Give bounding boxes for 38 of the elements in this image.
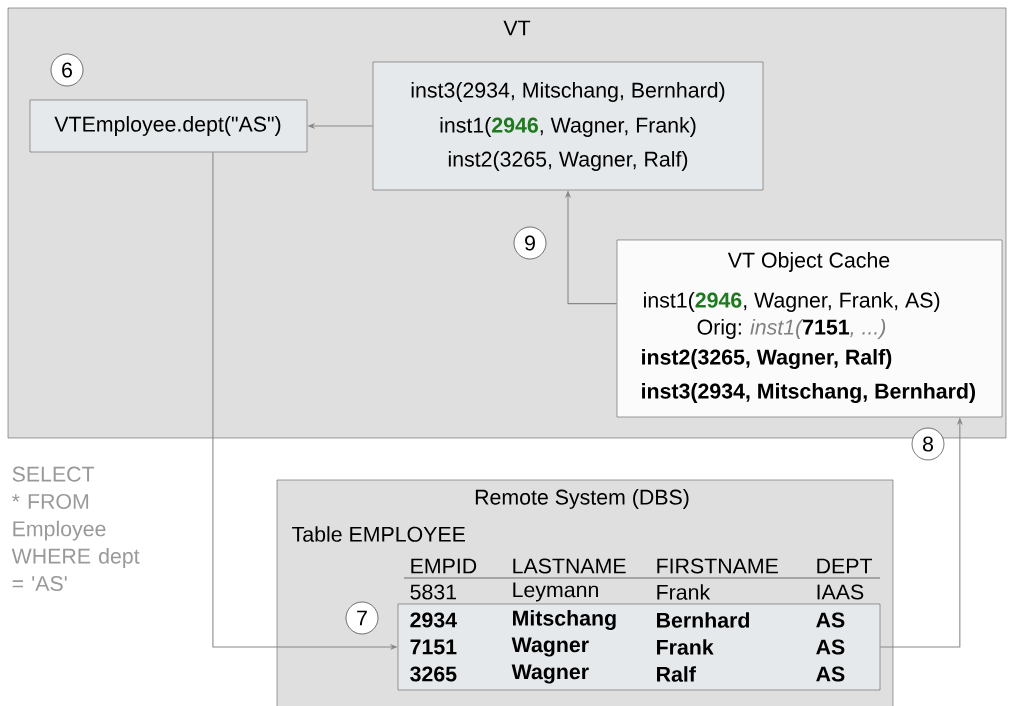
- table-cell: 7151: [410, 639, 457, 655]
- box-text: inst1(2946, Wagner, Frank): [440, 117, 696, 137]
- box-text: inst3(2934, Mitschang, Bernhard): [642, 383, 975, 403]
- box-text: VT: [503, 20, 531, 36]
- box-text: inst1(7151, ...): [750, 319, 886, 339]
- method-box: [29, 99, 308, 153]
- box-text: VTEmployee.dept("AS"): [54, 116, 281, 136]
- callout-number: 6: [50, 53, 84, 87]
- callout-number: 8: [911, 427, 945, 461]
- box-text: Table EMPLOYEE: [292, 526, 465, 542]
- table-cell: LASTNAME: [513, 558, 626, 574]
- box-text: Remote System (DBS): [475, 489, 689, 509]
- table-rows-box: [397, 603, 881, 691]
- table-cell: 3265: [410, 666, 457, 682]
- table-cell: Ralf: [657, 666, 696, 682]
- cache-box: [616, 239, 1003, 418]
- box-text: inst2(3265, Wagner, Ralf): [448, 151, 688, 171]
- table-cell: EMPID: [411, 558, 477, 574]
- table-cell: FIRSTNAME: [657, 558, 778, 574]
- box-text: VT Object Cache: [727, 252, 890, 272]
- table-cell: Wagner: [511, 637, 589, 657]
- table-cell: AS: [816, 666, 845, 682]
- box-text: Orig:: [697, 319, 741, 339]
- box-text: inst1(2946, Wagner, Frank, AS): [644, 292, 940, 312]
- table-cell: Wagner: [511, 664, 589, 684]
- table-cell: Mitschang: [513, 610, 616, 630]
- table-cell: DEPT: [817, 558, 872, 574]
- box-text: inst3(2934, Mitschang, Bernhard): [411, 82, 725, 102]
- instance-box: [372, 61, 764, 191]
- table-cell: 2934: [410, 612, 457, 628]
- table-cell: Bernhard: [657, 612, 749, 628]
- callout-number: 7: [345, 601, 379, 635]
- table-cell: Frank: [657, 639, 714, 655]
- table-cell: AS: [816, 639, 845, 655]
- table-cell: AS: [816, 612, 845, 628]
- callout-number: 9: [513, 226, 547, 260]
- query-text: SELECT * FROM Employee WHERE dept = 'AS': [11, 466, 140, 592]
- box-text: inst2(3265, Wagner, Ralf): [642, 349, 892, 369]
